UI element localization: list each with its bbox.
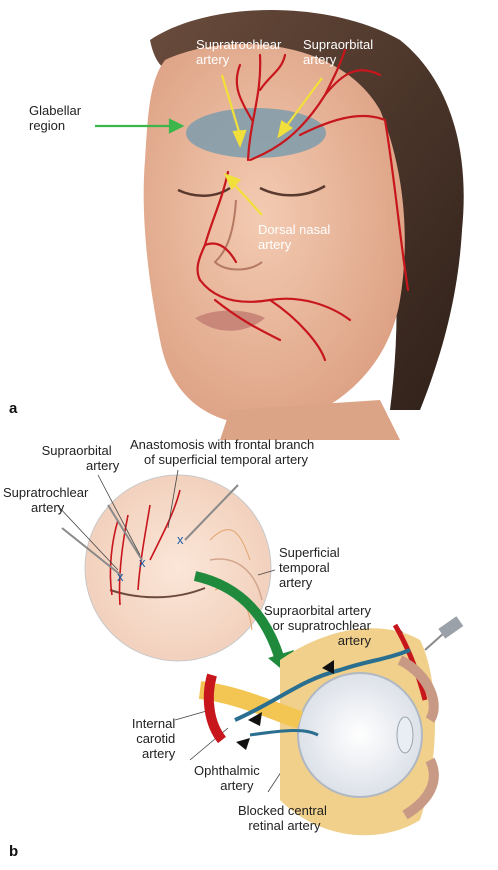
right-closed-eye [259,184,326,197]
label-supraorbital-or-supratrochlear: Supraorbital artery or supratrochlear ar… [264,603,371,648]
lens [396,716,414,754]
eyelid-lower [402,757,439,820]
optic-nerve [198,681,303,729]
label-anastomosis: Anastomosis with frontal branch of super… [130,437,315,467]
panel-letter-b: b [9,843,19,860]
left-closed-eye [177,186,231,197]
label-supraorbital-artery-a: Supraorbital artery [303,37,374,67]
magnified-face-circle [84,474,272,662]
label-supraorbital-artery-b: Supraorbital artery [41,443,120,473]
label-dorsal-nasal-artery: Dorsal nasal artery [258,222,331,252]
yellow-pointers [220,74,323,216]
green-pointer [95,118,185,134]
eyelid-upper [397,655,439,723]
arteries-panel-b [109,489,181,606]
eyeball [297,672,423,798]
hair [150,10,464,410]
label-ophthalmic-artery: Ophthalmic artery [194,763,260,793]
label-superficial-temporal-artery: Superficial temporal artery [279,545,340,590]
label-blocked-central-retinal-artery: Blocked central retinal artery [238,803,327,833]
needles [61,484,445,651]
panel-a-illustration [95,10,464,440]
marker-x-2: x [139,555,146,570]
nose [213,199,263,271]
syringe-tip [438,616,464,639]
lips [195,310,265,331]
ophthalmic-artery-shape [234,648,411,722]
panel-letter-a: a [9,400,18,417]
label-internal-carotid-artery: Internal carotid artery [131,716,176,761]
marker-x-3: x [177,532,184,547]
label-supratrochlear-artery-a: Supratrochlear artery [196,37,282,67]
label-supratrochlear-artery-b: Supratrochlear artery [3,485,89,515]
label-glabellar-region: Glabellar region [29,103,82,133]
neck [220,400,400,440]
internal-carotid-artery-shape [203,673,227,744]
injection-markers: x x x [117,532,184,584]
marker-x-1: x [117,569,124,584]
arteries-panel-a [196,48,410,362]
